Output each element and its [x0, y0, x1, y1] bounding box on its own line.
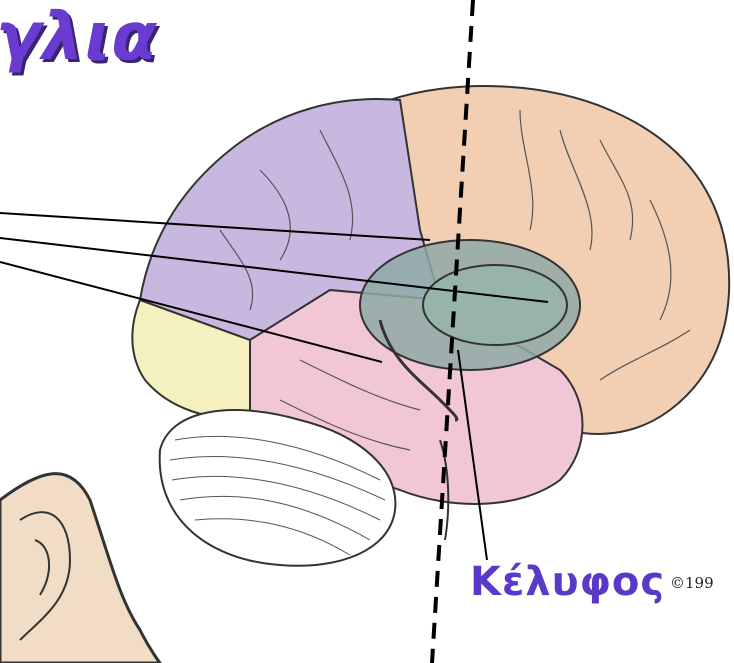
shell-label: Κέλυφος	[470, 562, 665, 602]
putamen-shape	[423, 265, 567, 345]
copyright-text: ©199	[670, 574, 714, 592]
page-title: γλια	[0, 4, 158, 70]
